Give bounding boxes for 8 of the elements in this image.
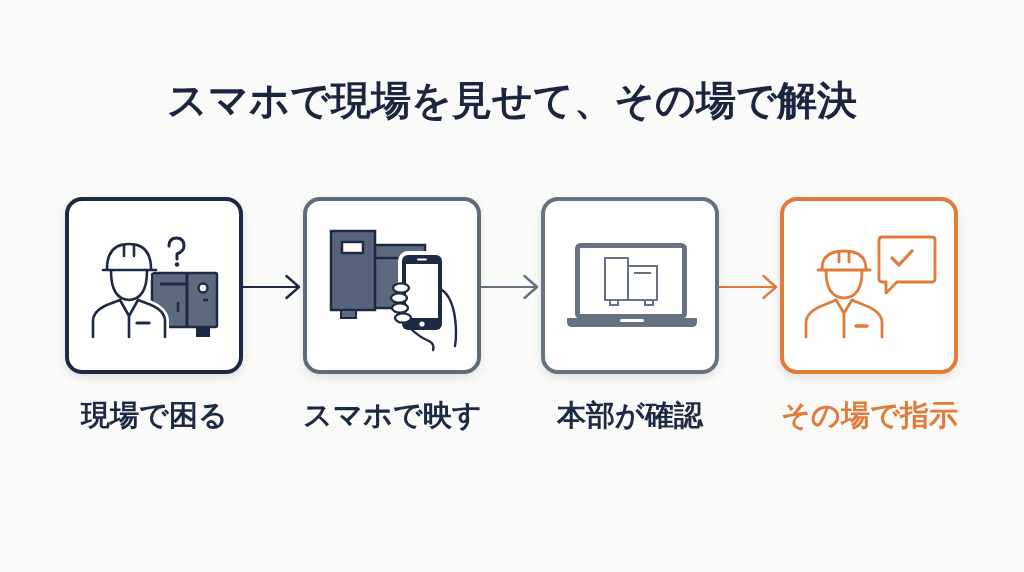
- step-label: スマホで映す: [302, 398, 482, 433]
- arrow: [481, 274, 539, 300]
- step-label: 本部が確認: [557, 398, 703, 433]
- arrow: [719, 274, 778, 300]
- step-label: その場で指示: [780, 398, 958, 433]
- arrow: [243, 274, 301, 300]
- step-label: 現場で困る: [80, 398, 228, 433]
- title: スマホで現場を見せて、その場で解決: [167, 76, 857, 124]
